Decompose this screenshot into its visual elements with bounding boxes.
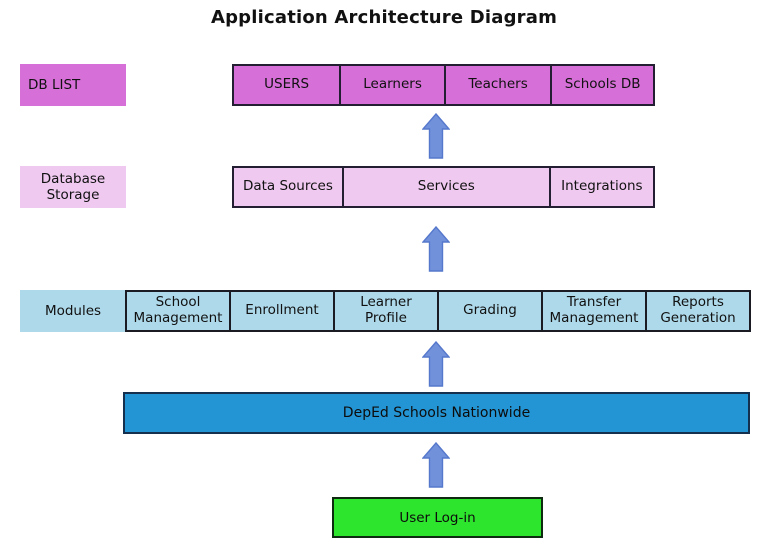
label-database-storage: Database Storage	[20, 166, 126, 208]
up-arrow-icon-modules-to-storage	[422, 226, 450, 272]
box-data-sources: Data Sources	[242, 178, 333, 195]
storage-group: Data Sources Services Integrations	[232, 166, 655, 208]
diagram-title: Application Architecture Diagram	[210, 7, 558, 28]
box-school-management: School Management	[133, 294, 223, 326]
box-grading: Grading	[437, 292, 541, 330]
box-learner-profile: Learner Profile	[333, 292, 437, 330]
modules-group: School Management Enrollment Learner Pro…	[125, 290, 751, 332]
db-list-group: USERS Learners Teachers Schools DB	[232, 64, 655, 106]
label-db-list: DB LIST	[20, 64, 126, 106]
box-reports-generation: Reports Generation	[645, 292, 749, 330]
up-arrow-icon-login-to-platform	[422, 442, 450, 488]
box-teachers: Teachers	[443, 66, 550, 104]
box-learners: Learners	[339, 66, 444, 104]
up-arrow-icon-storage-to-dblist	[422, 113, 450, 159]
box-services: Services	[341, 168, 549, 206]
box-schools-db: Schools DB	[550, 66, 653, 104]
box-deped-schools-nationwide: DepEd Schools Nationwide	[123, 392, 750, 434]
box-users: USERS	[264, 76, 310, 93]
label-modules: Modules	[20, 290, 126, 332]
box-enrollment: Enrollment	[229, 292, 333, 330]
up-arrow-icon-platform-to-modules	[422, 341, 450, 387]
box-integrations: Integrations	[548, 168, 653, 206]
box-transfer-management: Transfer Management	[541, 292, 645, 330]
box-user-login: User Log-in	[332, 497, 543, 538]
